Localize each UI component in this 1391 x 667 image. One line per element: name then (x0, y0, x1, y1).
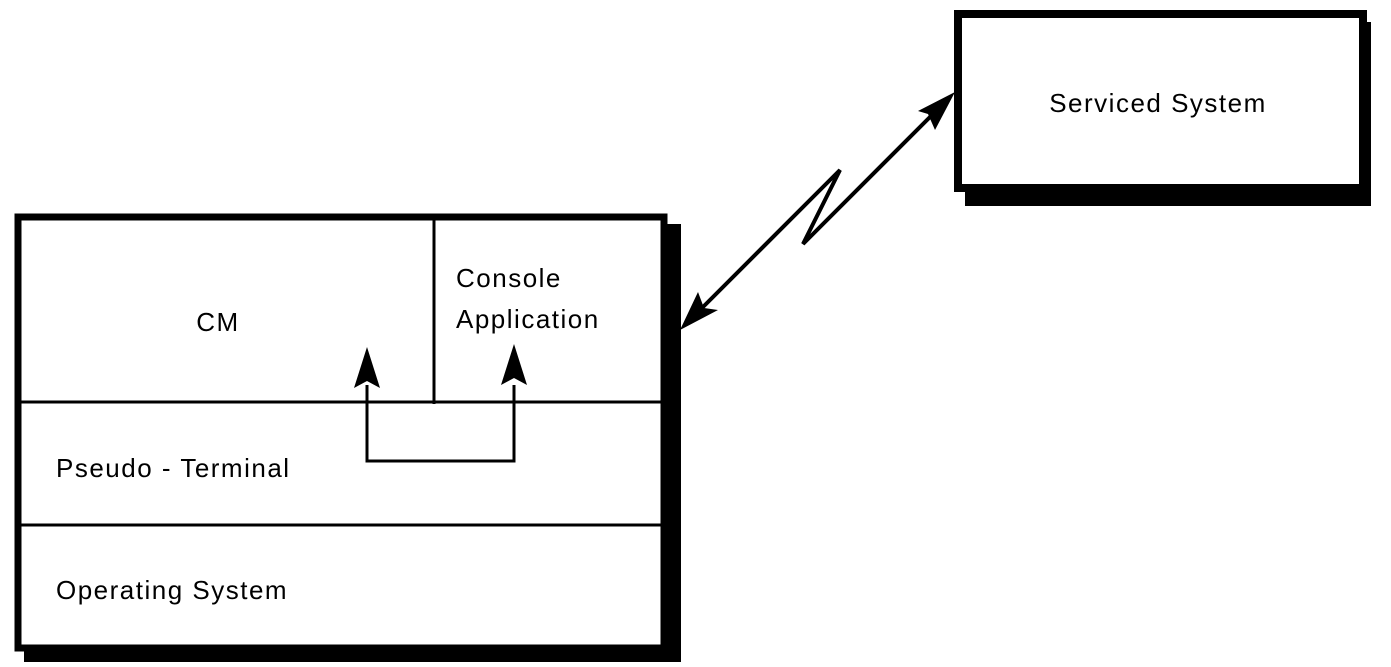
pseudo-terminal-label: Pseudo - Terminal (56, 453, 291, 483)
console-application-label-line2: Application (456, 304, 600, 334)
pty-connector-line (365, 385, 516, 463)
host-stack-box: CM Console Application Pseudo - Terminal… (14, 213, 681, 662)
cm-label: CM (196, 307, 239, 337)
console-application-label-line1: Console (456, 263, 562, 293)
arrow-to-console-application-icon (501, 344, 527, 385)
arrow-to-cm-icon (354, 347, 380, 388)
host-stack-frame (14, 213, 668, 652)
lightning-link-line (698, 105, 942, 312)
communication-link (680, 92, 955, 330)
arrow-to-serviced-system-icon (918, 92, 955, 130)
serviced-system-frame (954, 10, 1367, 192)
operating-system-label: Operating System (56, 575, 288, 605)
serviced-system-label: Serviced System (1049, 88, 1267, 118)
arrow-to-host-stack-icon (680, 292, 718, 330)
serviced-system-box: Serviced System (954, 10, 1371, 206)
